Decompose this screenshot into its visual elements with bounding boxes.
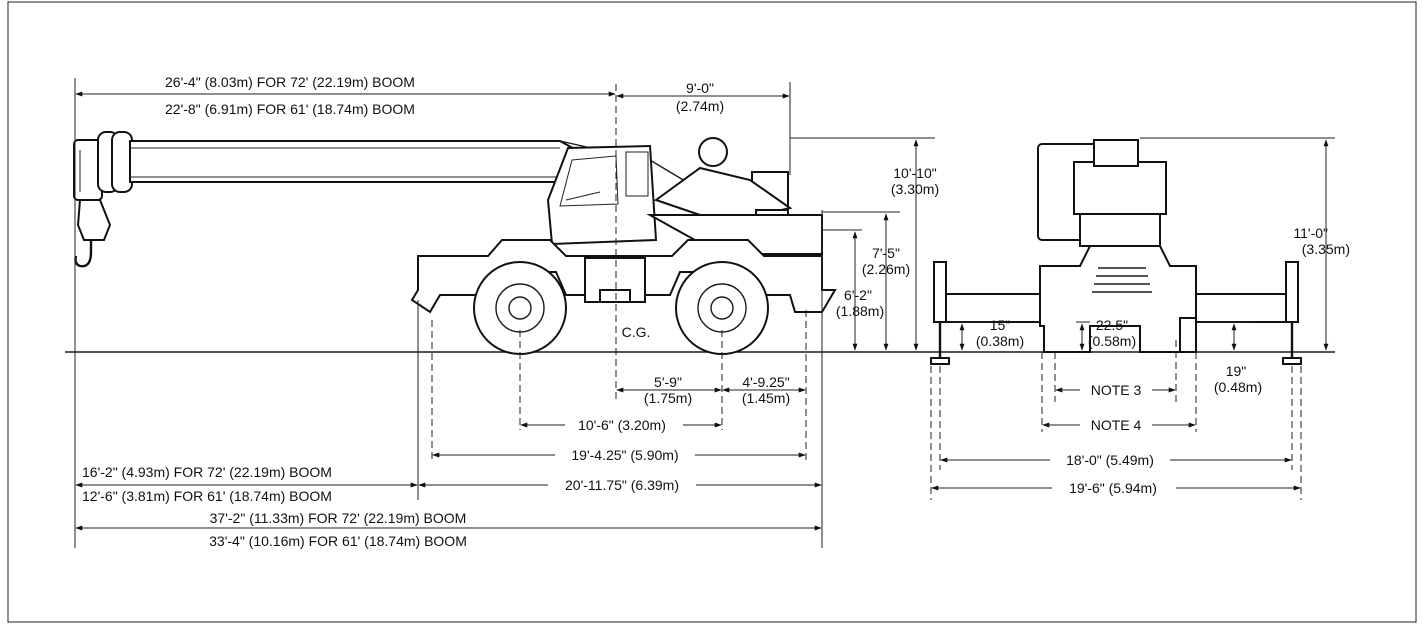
ground-clear-22-ft: 22.5" — [1096, 317, 1128, 333]
frame-height-m: (1.88m) — [836, 303, 884, 319]
front-overhang-61: 12'-6" (3.81m) FOR 61' (18.74m) BOOM — [82, 488, 332, 504]
crane-rear-view — [930, 139, 1302, 365]
cg-rear-axle-ft: 5'-9" — [654, 374, 682, 390]
cab-height-m: (3.30m) — [891, 181, 939, 197]
outrigger-span-long: 19'-4.25" (5.90m) — [571, 447, 678, 463]
ground-clear-15-m: (0.38m) — [976, 333, 1024, 349]
sheet-border — [7, 1, 1417, 623]
outrigger-width-18: 18'-0" (5.49m) — [1066, 452, 1154, 468]
frame-height-ft: 6'-2" — [844, 287, 872, 303]
rear-overhang-ft: 9'-0" — [686, 80, 714, 96]
rear-axle-end-ft: 4'-9.25" — [742, 374, 789, 390]
carrier-frame — [410, 239, 837, 314]
outrigger-jack-right — [1282, 261, 1302, 365]
front-overhang-72: 16'-2" (4.93m) FOR 72' (22.19m) BOOM — [82, 464, 332, 480]
deck-height-ft: 7'-5" — [872, 245, 900, 261]
rear-axle-end-m: (1.45m) — [742, 390, 790, 406]
carrier-length: 20'-11.75" (6.39m) — [565, 477, 679, 493]
outrigger-jack-left — [930, 261, 950, 365]
overall-height-ft: 11'-0" — [1293, 225, 1328, 241]
front-wheel — [473, 261, 567, 355]
cg-rear-axle-m: (1.75m) — [644, 390, 692, 406]
operator-cab — [546, 144, 658, 246]
cg-label: C.G. — [622, 324, 651, 340]
counterweight — [653, 137, 793, 223]
rear-wheel — [675, 261, 769, 355]
rear-counterweight — [1073, 161, 1167, 215]
crane-side-view — [73, 131, 837, 355]
wheelbase-label: 10'-6" (3.20m) — [578, 417, 666, 433]
deck-height-m: (2.26m) — [862, 261, 910, 277]
note3-label: NOTE 3 — [1091, 382, 1142, 398]
rear-dimensions: 11'-0" (3.35m) 15" (0.38m) 22.5" (0.58m)… — [930, 137, 1350, 500]
boom-head — [73, 131, 133, 268]
overall-72: 37'-2" (11.33m) FOR 72' (22.19m) BOOM — [210, 510, 467, 526]
side-dimensions: 26'-4" (8.03m) FOR 72' (22.19m) BOOM 22'… — [74, 74, 939, 549]
ground-clear-22-m: (0.58m) — [1088, 333, 1136, 349]
ground-clear-19-m: (0.48m) — [1214, 379, 1262, 395]
cab-height-ft: 10'-10" — [893, 165, 936, 181]
overall-61: 33'-4" (10.16m) FOR 61' (18.74m) BOOM — [209, 533, 467, 549]
ground-clear-19-ft: 19" — [1226, 363, 1247, 379]
ground-clear-15-ft: 15" — [990, 317, 1011, 333]
note4-label: NOTE 4 — [1091, 417, 1142, 433]
rear-overhang-m: (2.74m) — [676, 98, 724, 114]
boom-len-72-label: 26'-4" (8.03m) FOR 72' (22.19m) BOOM — [165, 74, 415, 90]
grille — [1092, 267, 1152, 293]
overall-height-m: (3.35m) — [1302, 241, 1350, 257]
boom-len-61-label: 22'-8" (6.91m) FOR 61' (18.74m) BOOM — [165, 101, 415, 117]
outrigger-width-19: 19'-6" (5.94m) — [1069, 480, 1157, 496]
